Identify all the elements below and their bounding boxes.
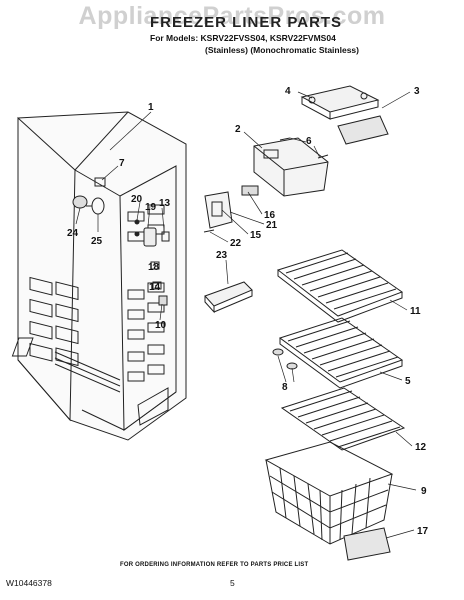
callout-23: 23 <box>216 250 228 261</box>
callout-9: 9 <box>421 486 427 497</box>
callout-8: 8 <box>282 382 288 393</box>
switch-assembly <box>203 185 259 233</box>
light-bracket <box>300 85 380 120</box>
shelf-middle <box>272 317 404 389</box>
callout-3: 3 <box>414 86 420 97</box>
watermark: AppliancePartsPros.com <box>78 2 386 30</box>
shelf-lower <box>280 387 406 451</box>
callout-19: 19 <box>145 202 157 213</box>
leader-lines <box>75 91 417 539</box>
callout-1: 1 <box>148 102 154 113</box>
callout-7: 7 <box>119 158 125 169</box>
callout-numbers: 1 2 3 4 5 6 7 8 9 10 11 12 13 14 15 16 1… <box>67 86 429 537</box>
callout-16: 16 <box>264 210 276 221</box>
freezer-basket <box>264 441 394 545</box>
freezer-liner <box>17 111 187 441</box>
light-housing <box>253 137 329 197</box>
callout-11: 11 <box>410 306 421 317</box>
callout-6: 6 <box>306 136 312 147</box>
callout-12: 12 <box>415 442 427 453</box>
callout-25: 25 <box>91 236 103 247</box>
models-line: For Models: KSRV22FVSS04, KSRV22FVMS04 <box>150 33 336 43</box>
callout-10: 10 <box>155 320 167 331</box>
callout-4: 4 <box>285 86 291 97</box>
callout-17: 17 <box>417 526 429 537</box>
page-number: 5 <box>230 578 235 588</box>
callout-21: 21 <box>266 220 278 231</box>
callout-5: 5 <box>405 376 411 387</box>
light-cover <box>204 281 253 314</box>
document-number: W10446378 <box>6 578 52 588</box>
light-lens <box>337 115 389 145</box>
finish-line: (Stainless) (Monochromatic Stainless) <box>205 45 359 55</box>
callout-18: 18 <box>148 262 160 273</box>
callout-15: 15 <box>250 230 262 241</box>
callout-22: 22 <box>230 238 242 249</box>
shelf-top <box>276 249 404 323</box>
callout-2: 2 <box>235 124 241 135</box>
ordering-note: FOR ORDERING INFORMATION REFER TO PARTS … <box>120 562 309 568</box>
callout-20: 20 <box>131 194 143 205</box>
page-title: FREEZER LINER PARTS <box>150 14 343 31</box>
callout-24: 24 <box>67 228 79 239</box>
callout-13: 13 <box>159 198 171 209</box>
basket-label-cover <box>343 527 391 561</box>
callout-14: 14 <box>149 282 161 293</box>
